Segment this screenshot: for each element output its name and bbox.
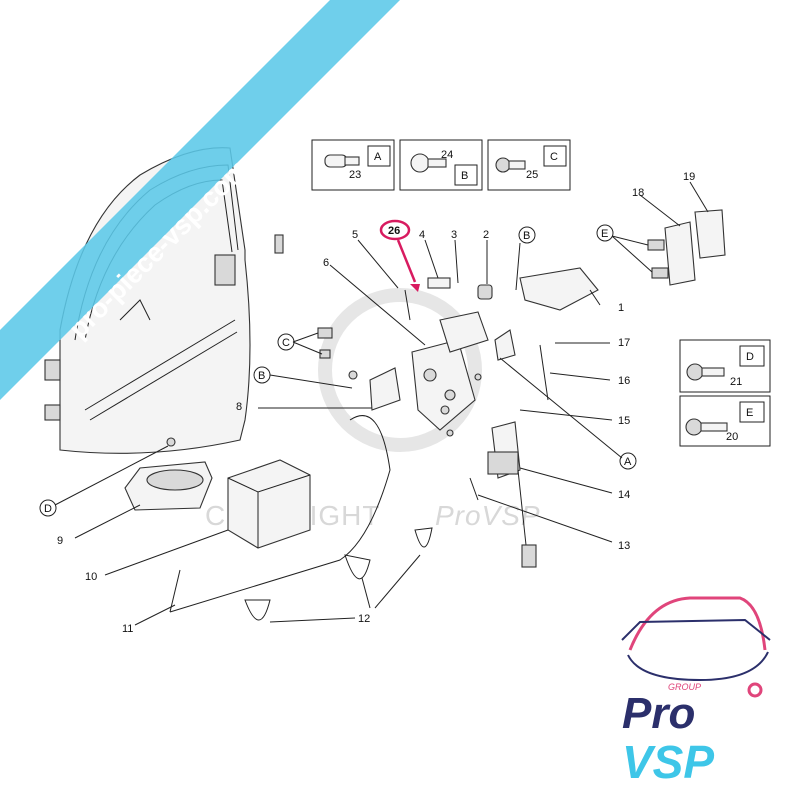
brand-watermark: ProVSP [435, 500, 541, 531]
logo-pro-text: Pro [622, 689, 695, 738]
callout-9: 9 [57, 535, 63, 547]
callout-E: E [601, 228, 608, 240]
callout-11: 11 [122, 623, 133, 635]
cable-clips [244, 527, 433, 621]
inset-c-letter: C [550, 151, 558, 163]
car-roof-outline [628, 596, 767, 651]
inset-e-letter: E [746, 407, 753, 419]
callout-15: 15 [618, 415, 630, 427]
highlighted-callout-26: 26 [379, 219, 420, 292]
inset-box-c: C 25 [487, 139, 571, 191]
callout-4: 4 [419, 229, 425, 241]
callout-18: 18 [632, 187, 644, 199]
letter-callouts: B C B A D [39, 226, 637, 517]
callout-D: D [44, 503, 52, 515]
leader-lines [54, 239, 623, 626]
logo-gear-icon [747, 682, 763, 698]
foam-block [227, 459, 311, 549]
callout-12: 12 [358, 613, 370, 625]
callout-1: 1 [618, 302, 624, 314]
inset-box-b: B 24 [399, 139, 483, 191]
number-callouts: 5 4 3 2 1 6 17 16 15 14 13 8 9 10 11 12 [57, 229, 630, 635]
inset-a-letter: A [374, 151, 382, 163]
callout-A: A [624, 456, 632, 468]
callout-19: 19 [683, 171, 695, 183]
callout-17: 17 [618, 337, 630, 349]
callout-5: 5 [352, 229, 358, 241]
provsp-logo: GROUP Pro VSP [621, 596, 771, 788]
callout-13: 13 [618, 540, 630, 552]
inset-e-number: 20 [726, 431, 738, 443]
inset-d-number: 21 [730, 376, 742, 388]
inset-b-letter: B [461, 170, 468, 182]
callout-B-top: B [523, 230, 530, 242]
interior-handle [124, 437, 213, 511]
callout-14: 14 [618, 489, 630, 501]
callout-3: 3 [451, 229, 457, 241]
callout-2: 2 [483, 229, 489, 241]
hinge-assembly: 18 19 E [596, 171, 726, 286]
inset-b-number: 24 [441, 149, 453, 161]
inset-box-d: D 21 [679, 339, 771, 393]
callout-16: 16 [618, 375, 630, 387]
lock-mechanism [169, 267, 599, 613]
inset-box-a: A 23 [311, 139, 395, 191]
callout-C: C [282, 337, 290, 349]
callout-6: 6 [323, 257, 329, 269]
callout-26: 26 [388, 225, 400, 237]
inset-box-e: E 20 [679, 395, 771, 447]
callout-B-left: B [258, 370, 265, 382]
inset-a-number: 23 [349, 169, 361, 181]
inset-c-number: 25 [526, 169, 538, 181]
callout-10: 10 [85, 571, 97, 583]
callout-8: 8 [236, 401, 242, 413]
logo-group-text: GROUP [668, 682, 701, 692]
small-bracket [274, 234, 284, 254]
logo-vsp-text: VSP [622, 736, 714, 788]
inset-d-letter: D [746, 351, 754, 363]
